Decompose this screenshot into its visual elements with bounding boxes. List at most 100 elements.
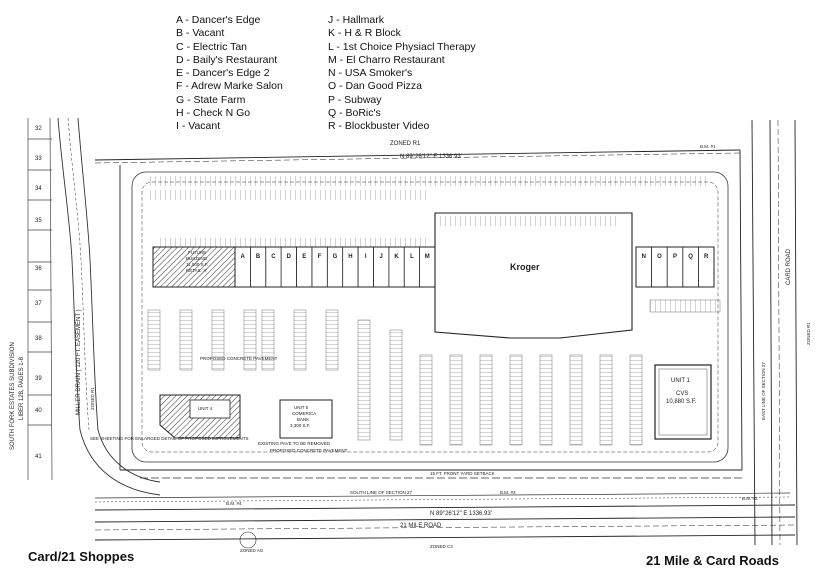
shop-unit-label: B: [256, 254, 261, 260]
shop-unit-label: P: [673, 254, 677, 260]
plan-note: SEE SHEETING FOR ENLARGED DETAIL OF PROP…: [90, 436, 249, 441]
shop-unit-label: M: [425, 254, 430, 260]
unit5-area: 3,300 S.F.: [290, 423, 310, 428]
plan-note: PROPOSED CONCRETE PAVEMENT: [200, 356, 278, 361]
legend-item: A - Dancer's Edge: [176, 14, 261, 26]
south-boundary: [94, 477, 791, 503]
lot-number: 33: [35, 156, 42, 162]
legend-item: P - Subway: [328, 93, 382, 106]
legend-item: G - State Farm: [176, 93, 246, 106]
mile-road: [94, 504, 796, 541]
miller-drain: [57, 117, 161, 496]
west-shops-building: [152, 238, 436, 288]
shop-unit-label: R: [704, 254, 709, 260]
zone-marker: [239, 531, 257, 549]
future-building: [152, 246, 236, 288]
legend-item: C - Electric Tan: [176, 40, 247, 53]
bearing-top-label: N 89°26'12" E 1336.93': [400, 154, 462, 160]
benchmark-label: B.M. #4: [226, 501, 242, 506]
shop-unit-label: N: [642, 254, 646, 260]
legend-item: L - 1st Choice Physiacl Therapy: [328, 40, 476, 53]
shop-unit-label: O: [657, 254, 662, 260]
legend-item: E - Dancer's Edge 2: [176, 67, 270, 80]
kroger-label: Kroger: [510, 262, 540, 272]
north-parking-row: [150, 176, 710, 186]
shop-unit-label: G: [333, 254, 338, 260]
legend-item: B - Vacant: [176, 27, 225, 40]
legend-left-column: A - Dancer's Edge B - Vacant C - Electri…: [176, 14, 283, 134]
center-parking-field: [419, 299, 721, 446]
miller-drain-label: MILLER DRAIN ( 120 FT. EASEMENT ): [76, 309, 82, 415]
benchmark-label: B.M. #1: [700, 144, 716, 149]
lot-numbers: 32 33 34 35 36 37 38 39 40 41: [35, 126, 42, 460]
liber-label: LIBER 128, PAGES 1-8: [19, 356, 25, 420]
legend-item: Q - BoRic's: [328, 107, 381, 120]
zoned-left-label: ZONED R1: [90, 387, 95, 410]
card-road: [751, 119, 798, 546]
lot-number: 32: [35, 126, 42, 132]
shop-unit-label: J: [379, 254, 382, 260]
legend-item: M - El Charro Restaurant: [328, 53, 445, 66]
location-title: 21 Mile & Card Roads: [646, 553, 779, 568]
lot-number: 36: [35, 266, 42, 272]
unit4-building: [159, 394, 241, 439]
future-building-text: RETAIL 'A': [186, 268, 207, 273]
plan-note: PROPOSED CONCRETE PAVEMENT: [270, 448, 348, 453]
legend-item: F - Adrew Marke Salon: [176, 80, 283, 93]
zoned-right-label: ZONED R1: [806, 322, 811, 345]
shop-unit: [698, 246, 715, 288]
road-bottom-label: 21 MILE ROAD: [400, 523, 442, 529]
legend-item: H - Check N Go: [176, 107, 251, 120]
north-parking-row: [150, 190, 430, 200]
lot-number: 37: [35, 301, 42, 307]
future-building-text: BUILDING: [186, 256, 208, 261]
lot-number: 34: [35, 186, 42, 192]
legend-right-column: J - Hallmark K - H & R Block L - 1st Cho…: [328, 14, 476, 134]
future-building-text: 11,000 S.F.: [186, 262, 208, 267]
legend-item: N - USA Smoker's: [328, 67, 413, 80]
zoned-bottom-label: ZONED C3: [430, 544, 453, 549]
lot-number: 35: [35, 218, 42, 224]
legend-item: K - H & R Block: [328, 27, 401, 40]
shop-unit-label: E: [302, 254, 306, 260]
legend-item: R - Blockbuster Video: [328, 120, 430, 133]
lot-number: 38: [35, 336, 42, 342]
legend-item: I - Vacant: [176, 120, 221, 133]
shop-unit-label: D: [287, 254, 292, 260]
kroger-building: [434, 212, 633, 339]
shop-unit-label: F: [318, 254, 322, 260]
benchmark-label: B.M. #3: [500, 490, 516, 495]
road-right-label: CARD ROAD: [786, 248, 792, 285]
unit1-tenant: CVS: [676, 391, 688, 397]
unit5-tenant: COMERICA: [292, 411, 316, 416]
shop-unit-label: C: [271, 254, 276, 260]
shop-unit-label: A: [241, 254, 246, 260]
legend-item: O - Dan Good Pizza: [328, 80, 422, 93]
subdivision-label: SOUTH FORK ESTATES SUBDIVISION: [10, 342, 16, 450]
zoned-top-label: ZONED R1: [390, 141, 421, 147]
shop-unit-label: H: [348, 254, 352, 260]
unit5-bank-building: [279, 399, 333, 439]
lot-number: 41: [35, 454, 42, 460]
bearing-bottom-label: N 89°26'12" E 1336.93': [430, 511, 492, 517]
plan-note: EXISTING PAVE TO BE REMOVED: [258, 441, 331, 446]
unit1-area: 10,880 S.F.: [666, 399, 697, 405]
unit4-label: UNIT 4: [198, 406, 213, 411]
east-shop-units: N O P Q R: [635, 246, 715, 288]
legend-item: J - Hallmark: [328, 14, 385, 26]
east-line-label: EAST LINE OF SECTION 27: [761, 362, 766, 420]
unit1-cvs-building: [654, 364, 712, 440]
property-lines: [94, 149, 743, 471]
shop-unit-label: Q: [688, 254, 693, 260]
east-shops-building: [635, 246, 715, 288]
unit1-label: UNIT 1: [671, 378, 691, 384]
south-line-label: SOUTH LINE OF SECTION 27: [350, 490, 413, 495]
shop-unit-label: L: [410, 254, 414, 260]
benchmark-label: B.M. #2: [742, 496, 758, 501]
setback-label: 15 FT. FRONT YARD SETBACK: [430, 471, 495, 476]
subdivision-lots: [27, 117, 53, 481]
unit5-tenant: BANK: [297, 417, 309, 422]
